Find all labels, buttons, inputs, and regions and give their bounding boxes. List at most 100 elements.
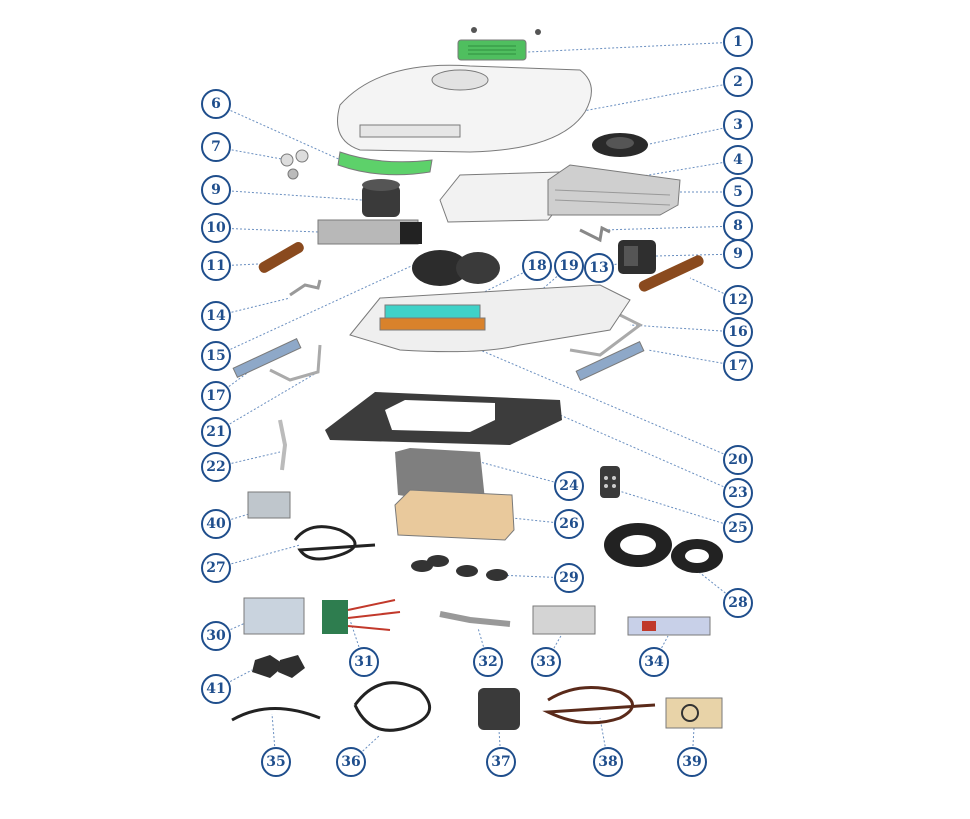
leader-line-22	[215, 451, 281, 468]
callout-4: 4	[723, 145, 753, 175]
leader-line-11	[215, 263, 259, 267]
callout-20: 20	[723, 445, 753, 475]
callout-8: 8	[723, 211, 753, 241]
callout-1: 1	[723, 27, 753, 57]
callout-26: 26	[554, 509, 584, 539]
callout-29: 29	[554, 563, 584, 593]
part-37-pad	[478, 688, 520, 730]
leader-line-20	[479, 349, 739, 461]
part-30-hardware-bag	[243, 597, 305, 635]
callout-31: 31	[349, 647, 379, 677]
leader-line-15	[215, 261, 421, 357]
part-7-knobs	[280, 149, 309, 180]
callout-28: 28	[723, 588, 753, 618]
part-4-5-condenser-housing	[439, 164, 681, 223]
part-2-top-cover	[337, 64, 592, 153]
callout-24: 24	[554, 471, 584, 501]
leader-line-17	[647, 349, 739, 367]
callout-34: 34	[639, 647, 669, 677]
callout-21: 21	[201, 417, 231, 447]
part-20-base-pan	[349, 284, 631, 353]
part-14-pipe	[289, 279, 322, 297]
callout-9: 9	[723, 239, 753, 269]
part-10-evaporator	[317, 219, 422, 245]
part-17-bracket-right	[575, 341, 645, 381]
callout-41: 41	[201, 674, 231, 704]
part-16-pipe	[569, 308, 643, 357]
part-32-ribbon-cable	[439, 611, 511, 627]
leader-line-1	[527, 41, 739, 53]
part-27-wire-harness	[293, 525, 376, 561]
callout-27: 27	[201, 553, 231, 583]
leader-line-2	[577, 81, 739, 113]
leader-line-6	[215, 103, 353, 166]
part-35-cable	[231, 707, 321, 722]
leader-line-24	[479, 461, 570, 487]
part-38-power-cable	[542, 686, 656, 725]
leader-line-16	[629, 324, 739, 333]
part-28-seals	[604, 523, 723, 573]
part-39-gaskets	[665, 697, 723, 729]
part-25-remote	[600, 466, 620, 498]
part-15-blower	[412, 250, 500, 286]
callout-38: 38	[593, 747, 623, 777]
part-41-clamps	[252, 655, 305, 678]
callout-7: 7	[201, 132, 231, 162]
leader-line-25	[615, 489, 739, 529]
part-26-tray	[394, 489, 515, 541]
leader-line-21	[215, 371, 319, 433]
callout-35: 35	[261, 747, 291, 777]
callout-25: 25	[723, 513, 753, 543]
part-1-grille	[457, 27, 541, 61]
part-8-bracket	[579, 225, 611, 243]
part-11-copper-tube	[258, 242, 304, 273]
callout-14: 14	[201, 301, 231, 331]
part-33-receiver	[532, 605, 596, 635]
part-21-pipe	[269, 344, 322, 382]
callout-11: 11	[201, 251, 231, 281]
callout-39: 39	[677, 747, 707, 777]
leader-line-27	[215, 544, 301, 569]
part-9-compressor-right	[618, 240, 656, 274]
callout-37: 37	[486, 747, 516, 777]
part-22-valve	[278, 419, 288, 471]
callout-18: 18	[522, 251, 552, 281]
callout-22: 22	[201, 452, 231, 482]
callout-6: 6	[201, 89, 231, 119]
callout-36: 36	[336, 747, 366, 777]
part-40-screws	[247, 491, 291, 519]
callout-15: 15	[201, 341, 231, 371]
callout-32: 32	[473, 647, 503, 677]
part-36-wire-harness	[353, 681, 431, 732]
callout-33: 33	[531, 647, 561, 677]
callout-23: 23	[723, 478, 753, 508]
leader-line-23	[559, 414, 739, 494]
leader-line-41	[215, 669, 253, 690]
callout-3: 3	[723, 110, 753, 140]
leader-line-8	[601, 225, 739, 231]
callout-30: 30	[201, 621, 231, 651]
part-6-filter-ring	[337, 151, 433, 176]
part-29-grommets	[411, 555, 508, 581]
part-17-bracket-left	[232, 338, 302, 378]
part-9-compressor-left	[362, 179, 400, 217]
leader-line-38	[599, 717, 609, 763]
part-31-control-board	[322, 599, 401, 634]
part-34-control-panel	[627, 616, 711, 636]
part-23-ceiling-frame	[325, 392, 562, 445]
callout-2: 2	[723, 67, 753, 97]
callout-13: 13	[584, 253, 614, 283]
part-12-copper-tube	[638, 255, 704, 292]
callout-12: 12	[723, 285, 753, 315]
callout-17: 17	[201, 381, 231, 411]
leader-line-9	[215, 189, 363, 201]
callout-5: 5	[723, 177, 753, 207]
callout-19: 19	[554, 251, 584, 281]
callout-40: 40	[201, 509, 231, 539]
part-3-fan	[592, 133, 648, 157]
callout-10: 10	[201, 213, 231, 243]
leader-line-36	[350, 734, 381, 763]
callout-16: 16	[723, 317, 753, 347]
